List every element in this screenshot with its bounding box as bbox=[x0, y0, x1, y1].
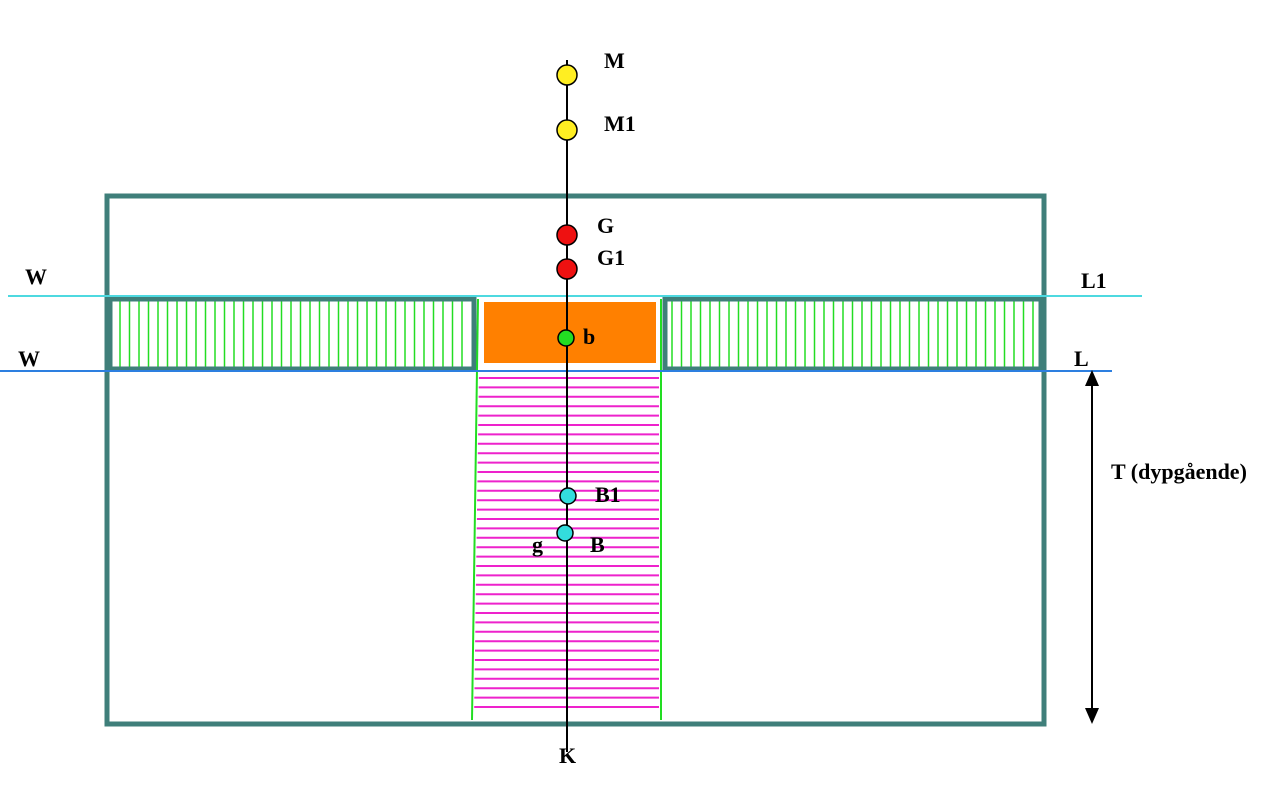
label-G1: G1 bbox=[597, 245, 625, 270]
draught-arrow bbox=[1085, 370, 1099, 724]
left-side-tank bbox=[107, 296, 477, 372]
point-M1 bbox=[556, 119, 578, 141]
label-G: G bbox=[597, 213, 614, 238]
hull-outline bbox=[104, 193, 1047, 727]
point-M bbox=[556, 64, 578, 86]
label-B: B bbox=[590, 532, 605, 557]
right-side-tank bbox=[662, 296, 1044, 372]
left-tank-hatching bbox=[119, 301, 463, 367]
label-draught: T (dypgående) bbox=[1111, 459, 1247, 484]
label-B1: B1 bbox=[595, 482, 621, 507]
point-B bbox=[556, 524, 574, 542]
point-G1 bbox=[556, 258, 578, 280]
label-W-lower: W bbox=[18, 346, 40, 371]
label-W-upper: W bbox=[25, 264, 47, 289]
label-M: M bbox=[604, 48, 625, 73]
label-K: K bbox=[559, 743, 576, 768]
label-g: g bbox=[532, 532, 543, 557]
point-G bbox=[556, 224, 578, 246]
label-b: b bbox=[583, 324, 595, 349]
label-L: L bbox=[1074, 346, 1089, 371]
label-M1: M1 bbox=[604, 111, 636, 136]
center-compartment-left-edge bbox=[471, 298, 479, 721]
right-tank-hatching bbox=[671, 301, 1034, 367]
label-L1: L1 bbox=[1081, 268, 1107, 293]
point-B1 bbox=[559, 487, 577, 505]
point-b bbox=[557, 329, 575, 347]
